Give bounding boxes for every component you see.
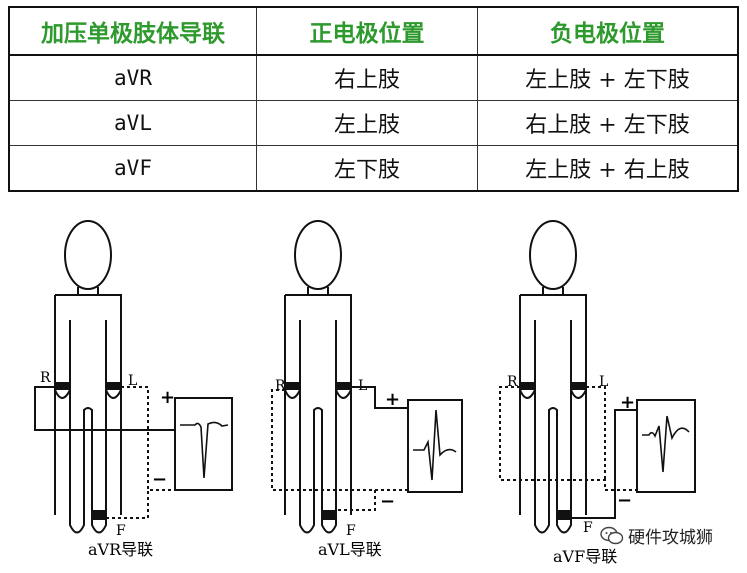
table-header-row: 加压单极肢体导联 正电极位置 负电极位置	[8, 6, 739, 56]
positive-wire	[351, 386, 408, 409]
minus-sign: −	[617, 490, 632, 511]
label-f: F	[116, 523, 126, 539]
ecg-trace	[642, 415, 690, 473]
label-l: L	[128, 373, 137, 389]
cell-positive: 左上肢	[256, 100, 478, 146]
table-row: aVL 左上肢 右上肢 + 左下肢	[8, 100, 739, 146]
ecg-trace	[413, 409, 457, 481]
cell-lead: aVR	[8, 54, 257, 101]
header-positive: 正电极位置	[256, 6, 478, 56]
negative-wire	[121, 386, 175, 491]
table-row: aVF 左下肢 左上肢 + 右上肢	[8, 145, 739, 192]
label-l: L	[599, 374, 608, 390]
avl-figure: R L F + − aVL导联	[271, 220, 463, 559]
cell-positive: 左下肢	[256, 145, 478, 192]
cell-lead: aVF	[8, 145, 257, 192]
lead-diagrams: R L F + − aVR导联 R L F + − aVL导联 R L F +	[34, 220, 696, 566]
cell-negative: 左上肢 + 左下肢	[477, 54, 739, 101]
cell-negative: 左上肢 + 右上肢	[477, 145, 739, 192]
negative-wire	[586, 386, 606, 480]
avf-figure: R L F + − aVF导联	[499, 220, 696, 566]
positive-wire	[571, 409, 637, 519]
label-r: R	[40, 370, 51, 386]
cell-positive: 右上肢	[256, 54, 478, 101]
cell-negative: 右上肢 + 左下肢	[477, 100, 739, 146]
minus-sign: −	[152, 469, 167, 490]
ecg-monitor	[636, 399, 696, 493]
ecg-trace	[180, 421, 229, 479]
cell-lead: aVL	[8, 100, 257, 146]
label-r: R	[507, 374, 518, 390]
human-body-outline	[54, 220, 122, 534]
wechat-icon	[600, 526, 624, 544]
label-f: F	[583, 520, 593, 536]
negative-wire	[106, 490, 149, 519]
label-r: R	[275, 378, 286, 394]
header-lead: 加压单极肢体导联	[8, 6, 257, 56]
human-body-outline	[284, 220, 352, 534]
minus-sign: −	[380, 491, 395, 512]
plus-sign: +	[620, 392, 635, 413]
header-negative: 负电极位置	[477, 6, 739, 56]
avr-figure: R L F + − aVR导联	[34, 220, 233, 559]
caption: aVR导联	[88, 540, 153, 559]
label-f: F	[346, 523, 356, 539]
watermark: 硬件攻城狮	[600, 523, 713, 548]
watermark-text: 硬件攻城狮	[628, 528, 713, 548]
human-body-outline	[519, 220, 587, 534]
table-row: aVR 右上肢 左上肢 + 左下肢	[8, 54, 739, 101]
caption: aVL导联	[318, 540, 382, 559]
lead-table: 加压单极肢体导联 正电极位置 负电极位置 aVR 右上肢 左上肢 + 左下肢 a…	[8, 6, 739, 192]
plus-sign: +	[160, 387, 175, 408]
plus-sign: +	[385, 389, 400, 410]
caption: aVF导联	[553, 547, 617, 566]
negative-wire	[271, 389, 376, 511]
